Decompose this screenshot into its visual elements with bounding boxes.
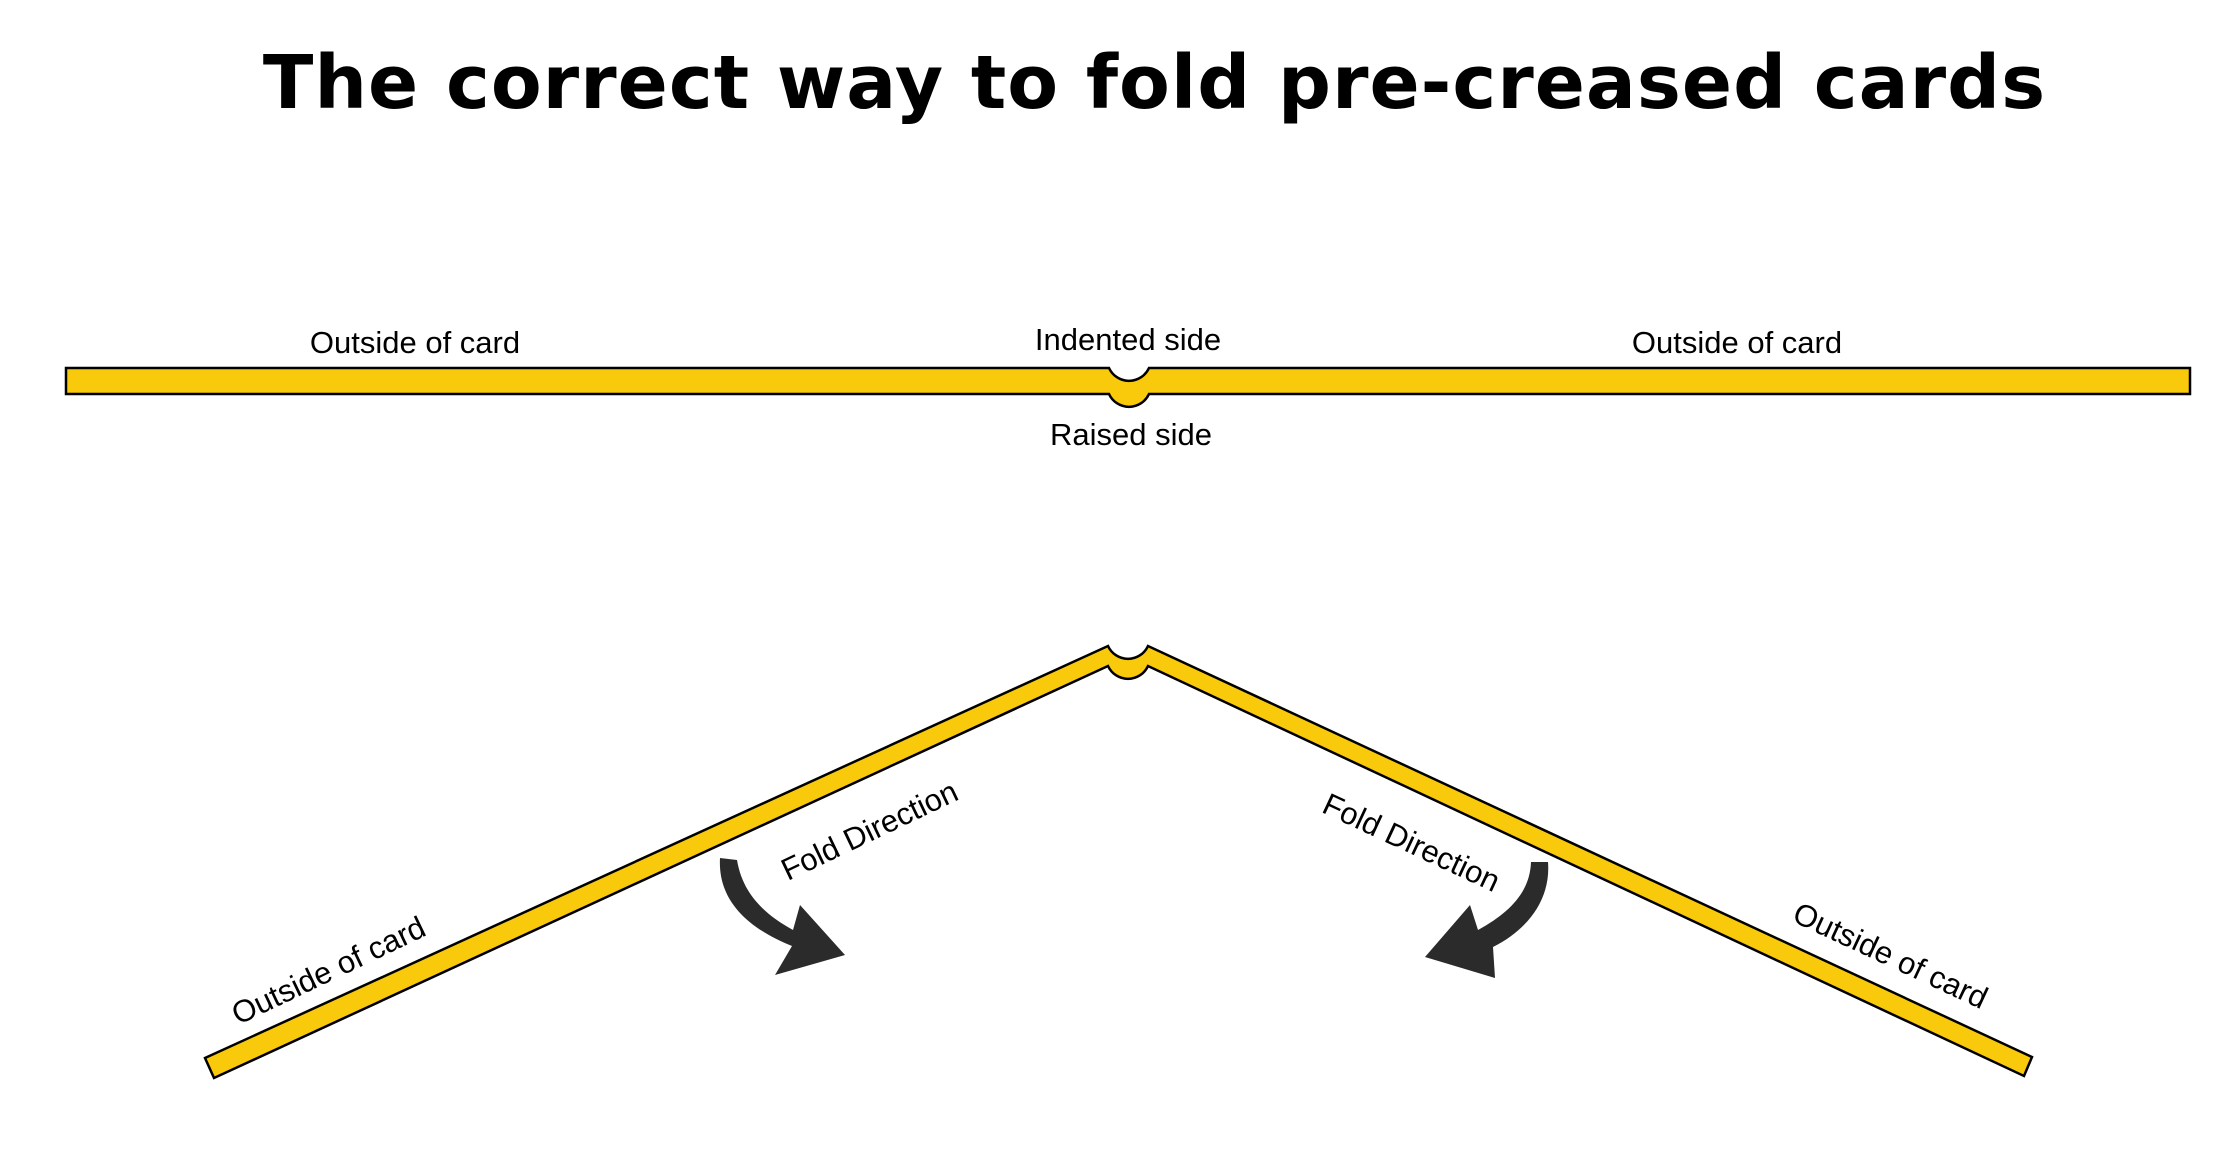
folded-card	[203, 644, 2034, 1080]
page-title: The correct way to fold pre-creased card…	[262, 40, 2047, 126]
flat-right-label: Outside of card	[1632, 325, 1842, 360]
flat-left-label: Outside of card	[310, 325, 520, 360]
curved-arrow-left-icon	[719, 858, 845, 975]
curved-arrow-right-icon	[1425, 862, 1549, 978]
flat-card-strip	[64, 366, 2192, 409]
raised-side-label: Raised side	[1050, 417, 1212, 452]
indented-side-label: Indented side	[1035, 322, 1221, 357]
